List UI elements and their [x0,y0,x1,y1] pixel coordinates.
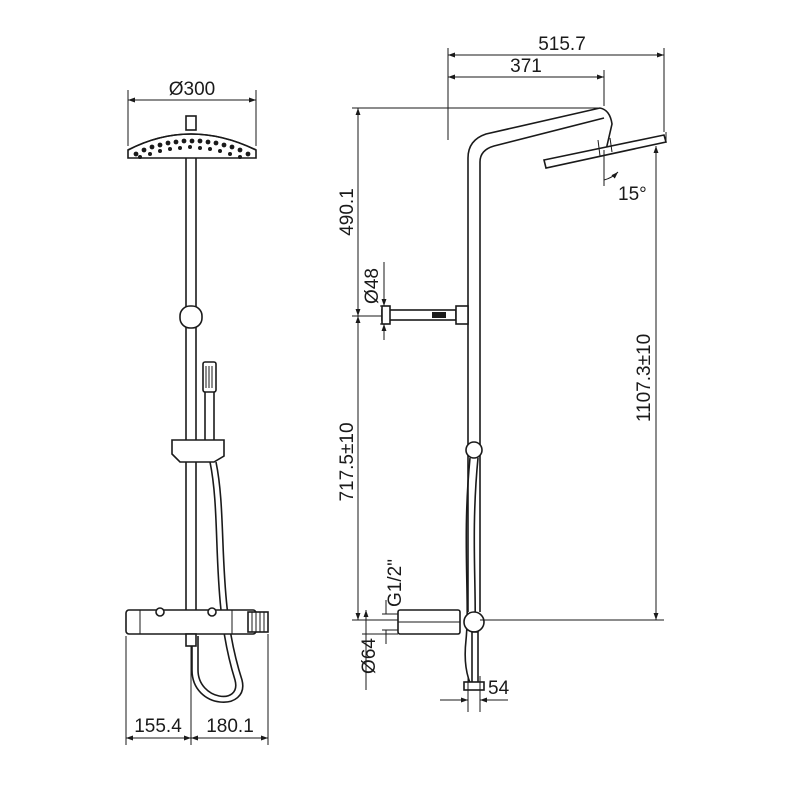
dim-tilt-angle: 15° [603,150,647,205]
hose-inner [191,461,244,703]
dim-mixer-diameter: Ø64 [359,610,398,690]
label-tilt-angle: 15° [618,184,647,205]
shower-head-front [127,115,257,159]
wall-support-side [381,305,469,325]
shower-head-side [543,134,668,169]
label-support-diameter: Ø48 [362,268,383,304]
dim-support-diameter: Ø48 [362,262,390,340]
label-depth: 54 [488,678,510,699]
front-view: Ø300 155.4 180.1 [125,79,269,745]
label-right-width: 180.1 [206,716,254,737]
wall-bracket-front [179,305,203,329]
label-head-diameter: Ø300 [169,79,215,100]
label-mixer-diameter: Ø64 [359,638,380,674]
slide-knob-side [465,441,483,459]
dim-overall-height: 1107.3±10 [480,132,667,621]
label-overall-height: 1107.3±10 [634,334,655,422]
column-arm-outer [467,107,601,612]
arm-elbow [599,107,613,151]
mixer-side [397,609,485,691]
label-overall-width: 515.7 [538,34,586,55]
label-connection: G1/2" [385,559,406,607]
hose-outer [197,461,237,698]
dim-bottom-widths: 155.4 180.1 [125,634,269,745]
label-left-width: 155.4 [134,716,182,737]
dim-depth: 54 [440,676,510,712]
dim-connection: G1/2" [382,559,406,644]
label-arm-length: 371 [510,56,542,77]
hand-shower-front [202,361,217,442]
label-lower-height: 717.5±10 [337,422,358,501]
dim-top-widths: 515.7 371 [447,34,665,140]
thermostatic-mixer-front [125,607,269,647]
column-arm-inner [479,117,605,612]
label-head-height: 490.1 [337,188,358,236]
dim-head-diameter: Ø300 [127,79,257,146]
nozzle-pattern [133,138,251,159]
side-view: 15° 515.7 371 [337,34,668,712]
slide-holder-front [171,439,225,463]
dim-left-heights: 490.1 717.5±10 [337,107,600,621]
